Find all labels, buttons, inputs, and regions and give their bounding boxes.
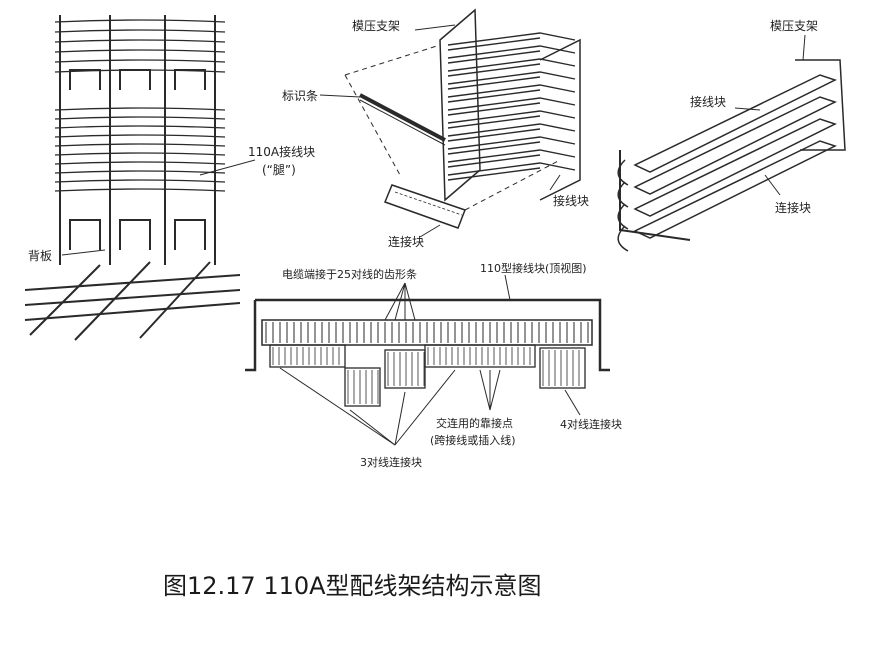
block-row — [447, 162, 576, 176]
block-row-edge — [447, 167, 541, 181]
block-row — [447, 97, 576, 111]
block-row-edge — [447, 102, 541, 116]
block-row — [447, 58, 576, 72]
label-mold-bracket-right: 模压支架 — [770, 19, 818, 33]
figure-caption: 图12.17 110A型配线架结构示意图 — [163, 572, 542, 600]
label-three-pair: 3对线连接块 — [360, 455, 422, 469]
block-row — [447, 71, 576, 85]
label-cable-comb: 电缆端接于25对线的齿形条 — [282, 267, 417, 281]
label-top-view: 110型接线块(顶视图) — [480, 261, 587, 275]
wire-row — [54, 49, 226, 53]
block-row-edge — [447, 115, 541, 129]
angled-block — [633, 96, 837, 195]
wire-row — [54, 152, 226, 156]
label-110a-block-note: (“腿”) — [262, 163, 296, 177]
bracket-curve — [617, 159, 629, 186]
wire-row — [54, 19, 226, 23]
label-id-strip: 标识条 — [282, 89, 318, 103]
angled-block — [633, 118, 837, 217]
center-bracket-illustration — [319, 8, 581, 238]
block-row — [447, 45, 576, 59]
label-cross-connect: 交连用的靠接点 — [436, 416, 513, 430]
block-row-edge — [447, 128, 541, 142]
block-row-edge — [447, 141, 541, 155]
wire-row — [54, 161, 226, 165]
right-block-illustration — [617, 34, 846, 252]
block-row — [447, 84, 576, 98]
block-row-edge — [447, 63, 541, 77]
bracket-curve — [617, 225, 629, 252]
wire-row — [54, 170, 226, 174]
label-connect-block-center: 连接块 — [388, 234, 424, 249]
wire-row — [54, 39, 226, 43]
block-row-edge — [447, 89, 541, 103]
bracket-curve — [617, 203, 629, 230]
block-row-edge — [447, 76, 541, 90]
block-row-edge — [447, 154, 541, 168]
label-four-pair: 4对线连接块 — [560, 417, 622, 431]
wire-row — [54, 179, 226, 183]
angled-block — [633, 140, 837, 239]
label-cross-connect-note: (跨接线或插入线) — [430, 433, 516, 447]
block-row — [447, 123, 576, 137]
wire-row — [54, 125, 226, 129]
wire-row — [54, 29, 226, 33]
label-backboard: 背板 — [28, 249, 52, 263]
bracket-curve — [617, 181, 629, 208]
wire-row — [54, 107, 226, 111]
label-connect-block-right: 连接块 — [775, 200, 811, 215]
left-110a-frame-illustration — [24, 15, 256, 341]
block-row — [447, 32, 576, 46]
top-view-illustration — [245, 274, 610, 446]
block-row — [447, 149, 576, 163]
wire-row — [54, 134, 226, 138]
wire-row — [54, 188, 226, 192]
wire-row — [54, 143, 226, 147]
label-wiring-block-center: 接线块 — [553, 193, 589, 208]
label-wiring-block-right: 接线块 — [690, 94, 726, 109]
block-row — [447, 110, 576, 124]
angled-block — [633, 74, 837, 173]
wire-row — [54, 59, 226, 63]
block-row-edge — [447, 50, 541, 64]
label-110a-block: 110A接线块 — [248, 144, 315, 159]
block-row-edge — [447, 37, 541, 51]
label-mold-bracket-center: 模压支架 — [352, 19, 400, 33]
wire-row — [54, 116, 226, 120]
block-row — [447, 136, 576, 150]
